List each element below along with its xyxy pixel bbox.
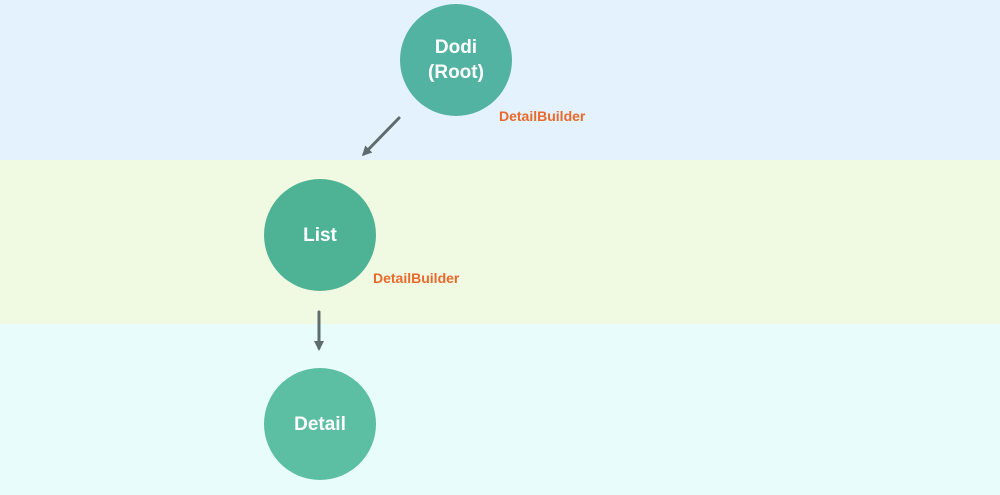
layer-band-detail bbox=[0, 324, 1000, 495]
edge-label-list: DetailBuilder bbox=[373, 270, 460, 286]
node-detail: Detail bbox=[264, 368, 376, 480]
node-root: Dodi (Root) bbox=[400, 4, 512, 116]
edge-label-root: DetailBuilder bbox=[499, 108, 586, 124]
node-list: List bbox=[264, 179, 376, 291]
layer-band-list bbox=[0, 160, 1000, 324]
